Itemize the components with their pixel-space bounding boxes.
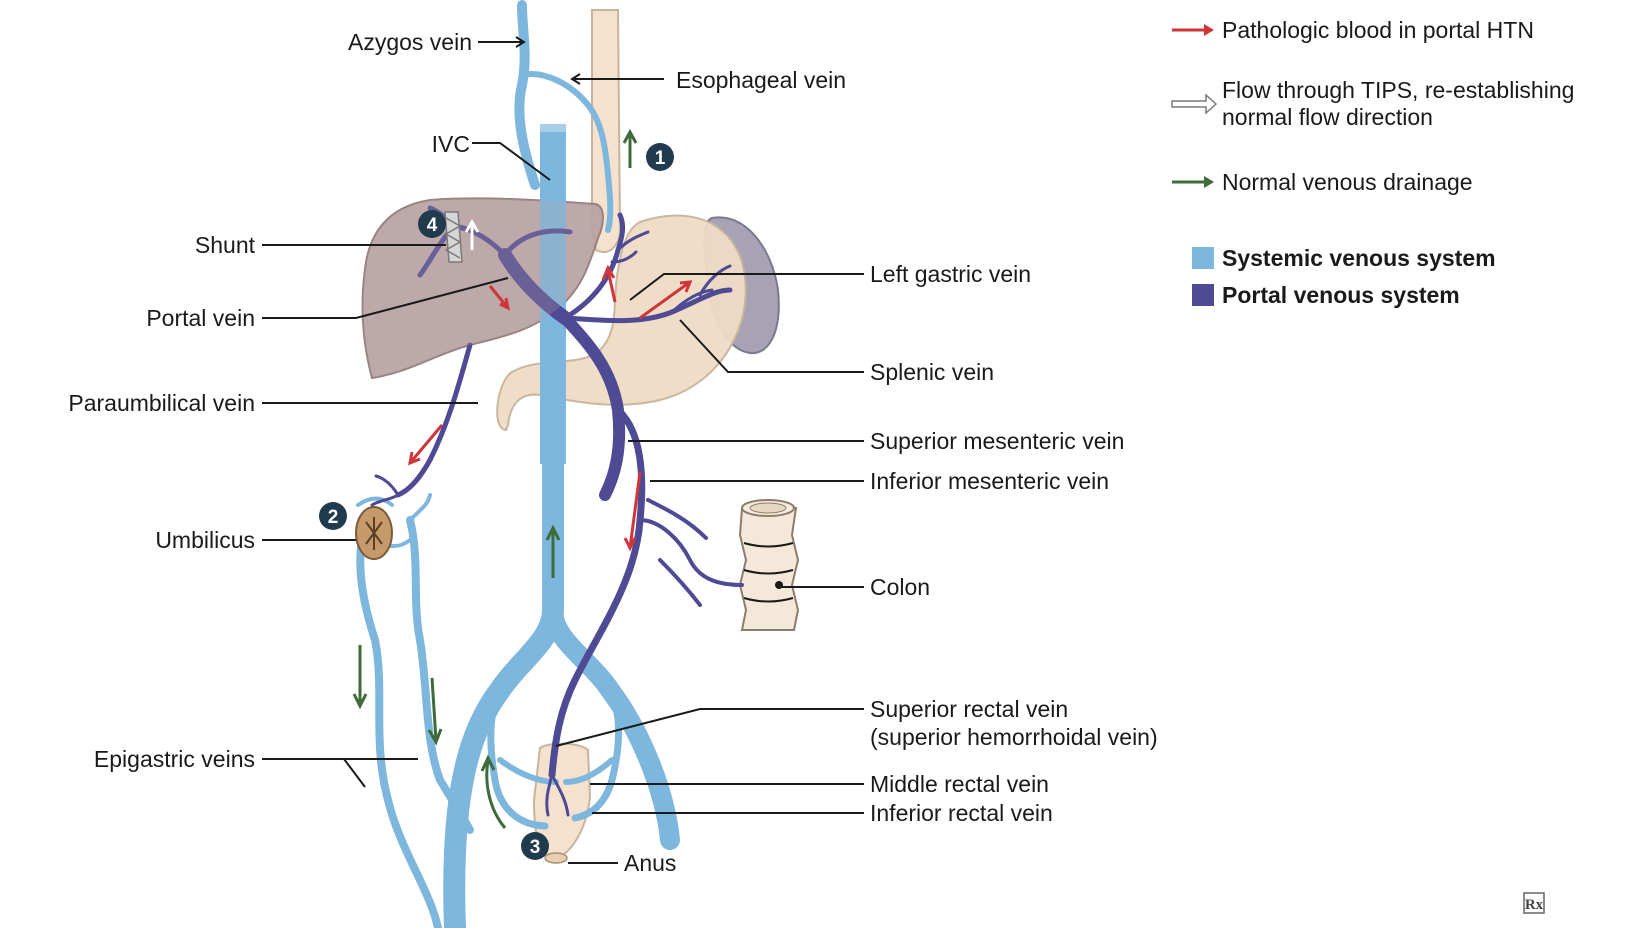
red-arrow-icon [1172,24,1214,36]
colon [738,499,800,631]
label-esophageal-vein: Esophageal vein [676,67,846,93]
marker-1: 1 [646,143,674,171]
label-superior-mesenteric-vein: Superior mesenteric vein [870,428,1124,454]
label-ivc: IVC [432,131,470,157]
label-colon: Colon [870,574,930,600]
label-middle-rectal-vein: Middle rectal vein [870,771,1049,797]
label-azygos-vein: Azygos vein [348,29,472,55]
portal-vein [498,248,572,325]
legend-tips-line1: Flow through TIPS, re-establishing [1222,77,1574,103]
systemic-veins [356,0,680,928]
label-epigastric-veins: Epigastric veins [94,746,255,772]
systemic-swatch [1192,247,1214,269]
label-left-gastric-vein: Left gastric vein [870,261,1031,287]
leader-lines [262,36,864,864]
green-arrow-icon [1172,176,1214,188]
umbilicus-icon [355,506,393,560]
epigastric-vein-right [406,516,474,834]
legend-systemic: Systemic venous system [1222,245,1496,271]
portal-veins [370,205,744,817]
label-inferior-rectal-vein: Inferior rectal vein [870,800,1053,826]
svg-text:3: 3 [530,837,541,858]
legend: Pathologic blood in portal HTN Flow thro… [1171,17,1574,308]
esophageal-vein [519,71,614,233]
legend-pathologic: Pathologic blood in portal HTN [1222,17,1534,43]
label-shunt: Shunt [195,232,256,258]
white-arrow-icon [464,219,480,250]
splenic-vein [562,287,733,324]
marker-4: 4 [418,210,446,238]
legend-portal: Portal venous system [1222,282,1460,308]
iliac-left [571,686,622,822]
legend-normal: Normal venous drainage [1222,169,1473,195]
svg-text:1: 1 [655,148,666,169]
label-paraumbilical-vein: Paraumbilical vein [68,390,255,416]
portal-intrahepatic [417,205,573,278]
middle-rectal-sys [497,757,559,785]
hollow-arrow-icon [1171,93,1218,115]
label-portal-vein: Portal vein [146,305,255,331]
superior-rectal-vein [545,773,570,817]
label-anus: Anus [624,850,676,876]
paraumbilical-vein [395,342,473,498]
rx-logo-icon: Rx [1523,892,1545,914]
epigastric-vein-left [356,521,442,928]
marker-2: 2 [319,502,347,530]
iliac-right [487,686,549,830]
inferior-mesenteric-vein [548,406,646,779]
label-umbilicus: Umbilicus [155,527,255,553]
svg-text:Rx: Rx [1525,897,1544,913]
svg-text:2: 2 [328,507,339,528]
label-splenic-vein: Splenic vein [870,359,994,385]
marker-3: 3 [521,832,549,860]
tips-shunt [444,211,480,263]
label-superior-hemorrhoidal-vein: (superior hemorrhoidal vein) [870,724,1158,750]
pathologic-arrows [408,264,693,552]
label-superior-rectal-vein: Superior rectal vein [870,696,1068,722]
svg-text:4: 4 [427,215,438,236]
legend-tips-line2: normal flow direction [1222,104,1433,130]
label-inferior-mesenteric-vein: Inferior mesenteric vein [870,468,1109,494]
portal-swatch [1192,284,1214,306]
normal-arrows [352,128,638,829]
azygos-vein [514,0,540,190]
